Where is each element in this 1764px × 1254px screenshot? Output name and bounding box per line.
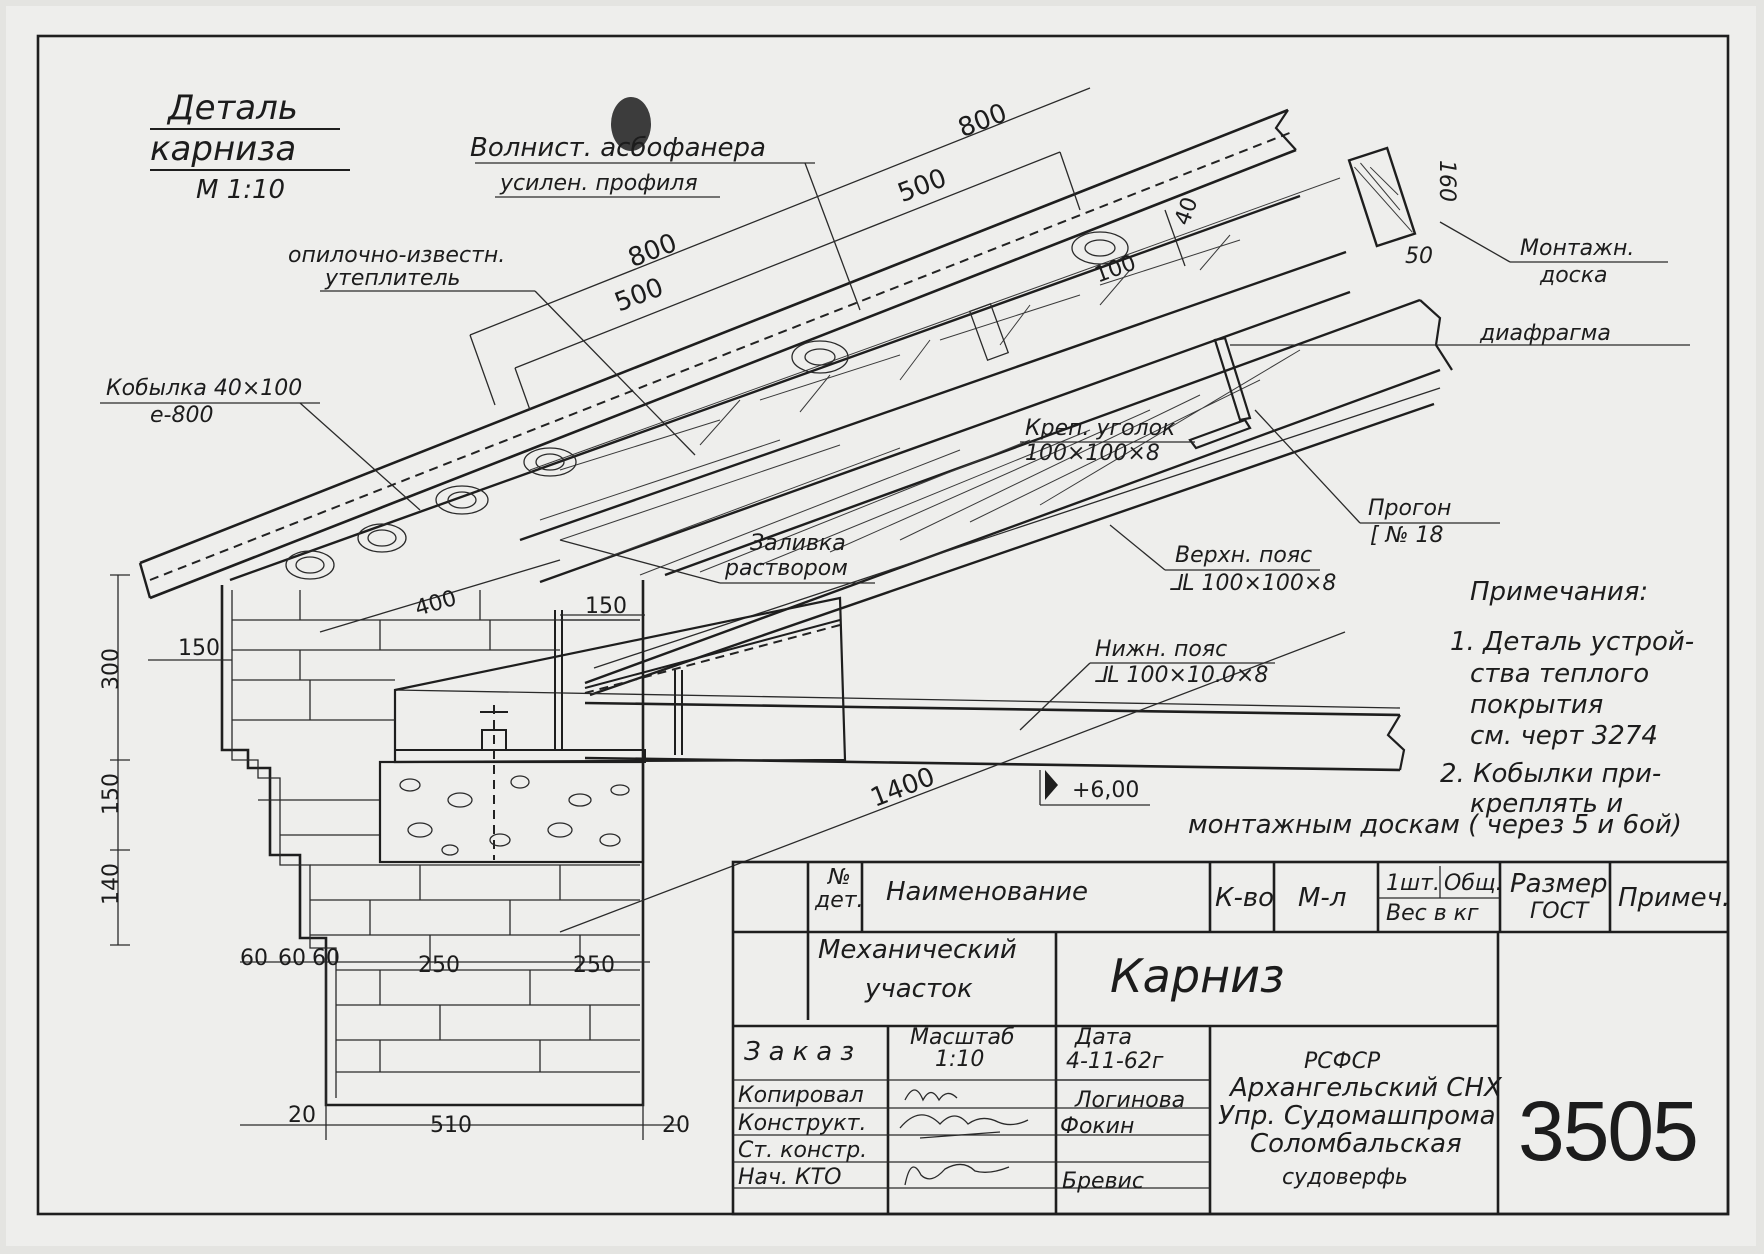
callout-board-1: Монтажн. xyxy=(1520,236,1634,261)
tb-head-name: Наименование xyxy=(886,877,1088,907)
tb-role-copy: Копировал xyxy=(738,1083,864,1108)
callout-diaphragm: диафрагма xyxy=(1479,321,1611,346)
dim-60c: 60 xyxy=(312,946,340,971)
callout-sheet-1: Волнист. асбофанера xyxy=(470,133,766,163)
concrete-pad xyxy=(378,760,645,864)
tb-name-design: Фокин xyxy=(1060,1114,1134,1139)
diaphragm-plate xyxy=(1213,336,1252,422)
tb-scale-value: 1:10 xyxy=(935,1047,984,1072)
tb-head-material: М-л xyxy=(1298,883,1346,913)
roof-assembly xyxy=(138,108,1453,697)
callout-purlin-1: Прогон xyxy=(1368,496,1451,521)
truss-support xyxy=(393,596,1406,860)
dim-60a: 60 xyxy=(240,946,268,971)
tb-org-4: Соломбальская xyxy=(1250,1129,1462,1159)
dim-20a: 20 xyxy=(288,1103,316,1128)
callout-botchord-2: ⅃L 100×10.0×8 xyxy=(1095,663,1268,688)
ink-blot xyxy=(611,97,651,151)
signature-copy xyxy=(904,1089,958,1102)
tb-name-head: Бревис xyxy=(1062,1169,1144,1194)
tb-date-label: Дата xyxy=(1074,1025,1132,1050)
tb-shop-1: Механический xyxy=(818,935,1017,965)
tb-role-senior: Ст. констр. xyxy=(738,1138,867,1163)
tb-org-5: судоверфь xyxy=(1282,1165,1408,1190)
tb-date-value: 4-11-62г xyxy=(1066,1049,1164,1074)
callout-mortar-2: раствором xyxy=(724,556,848,581)
dim-250a: 250 xyxy=(418,953,460,978)
callout-insulation-1: опилочно-известн. xyxy=(288,243,505,268)
tb-org-1: РСФСР xyxy=(1304,1049,1381,1074)
note1-line1: 1. Деталь устрой- xyxy=(1450,627,1694,657)
rafter-sections xyxy=(285,231,1129,580)
tb-head-size-1: Размер xyxy=(1510,869,1608,899)
note2-line3: монтажным доскам ( через 5 и 6ой) xyxy=(1188,810,1682,840)
dim-20b: 20 xyxy=(662,1113,690,1138)
tb-head-note: Примеч. xyxy=(1618,883,1730,913)
tb-head-num-1: № xyxy=(827,865,851,890)
tb-head-weight-3: Вес в кг xyxy=(1386,901,1479,926)
note2-line1: 2. Кобылки при- xyxy=(1440,759,1661,789)
dim-250b: 250 xyxy=(573,953,615,978)
title-line2: карниза xyxy=(150,129,296,169)
tb-head-size-2: ГОСТ xyxy=(1530,899,1590,924)
tb-role-head: Нач. КТО xyxy=(738,1165,841,1190)
dim-510: 510 xyxy=(430,1113,472,1138)
dim-150-left: 150 xyxy=(178,636,220,661)
tb-order: Заказ xyxy=(744,1037,862,1067)
callout-sheet-2: усилен. профиля xyxy=(499,171,698,196)
drawing-title: Деталь карниза М 1:10 xyxy=(150,88,350,205)
dim-v140: 140 xyxy=(99,863,124,905)
signature-design xyxy=(899,1114,1029,1139)
paper xyxy=(6,6,1756,1246)
title-line1: Деталь xyxy=(166,88,298,128)
callout-mortar-1: Заливка xyxy=(750,531,846,556)
title-block: № дет. Наименование К-во М-л 1шт. Общ. В… xyxy=(731,860,1730,1216)
callout-topchord-1: Верхн. пояс xyxy=(1175,543,1312,568)
tb-shop-2: участок xyxy=(864,974,973,1004)
callout-topchord-2: ⅃L 100×100×8 xyxy=(1170,571,1336,596)
concrete-aggregate xyxy=(399,775,630,856)
note1-line3: покрытия xyxy=(1470,690,1603,720)
tb-scale-label: Масштаб xyxy=(910,1025,1015,1050)
note1-line2: ства теплого xyxy=(1470,659,1649,689)
mount-board-section xyxy=(1347,146,1417,248)
level-mark: +6,00 xyxy=(1039,770,1150,806)
tb-name-copy: Логинова xyxy=(1074,1088,1185,1113)
callouts: Волнист. асбофанера усилен. профиля опил… xyxy=(100,133,1690,731)
dim-board-h: 160 xyxy=(1434,160,1459,202)
callout-angle-2: 100×100×8 xyxy=(1025,441,1160,466)
callout-insulation-2: утеплитель xyxy=(324,266,461,291)
dim-v300: 300 xyxy=(99,648,124,690)
dim-board-w: 50 xyxy=(1405,244,1433,269)
callout-angle-1: Креп. уголок xyxy=(1025,416,1176,441)
callout-botchord-1: Нижн. пояс xyxy=(1095,637,1227,662)
fixing-angle xyxy=(1188,418,1252,450)
callout-purlin-2: [ № 18 xyxy=(1370,523,1443,548)
level-text: +6,00 xyxy=(1072,778,1139,803)
tb-part-name: Карниз xyxy=(1110,949,1284,1003)
dimension-lines xyxy=(110,87,1346,1140)
notes: Примечания: 1. Деталь устрой- ства тепло… xyxy=(1188,577,1694,840)
note2-line2: креплять и xyxy=(1470,789,1623,819)
dim-60b: 60 xyxy=(278,946,306,971)
tb-role-design: Конструкт. xyxy=(738,1111,866,1136)
signature-head xyxy=(904,1163,1010,1186)
callout-board-2: доска xyxy=(1539,263,1608,288)
tb-head-weight-1: 1шт. xyxy=(1386,871,1440,896)
brick-wall xyxy=(220,580,645,1107)
tb-head-qty: К-во xyxy=(1215,883,1274,913)
tb-head-num-2: дет. xyxy=(814,888,864,913)
tb-org-3: Упр. Судомашпрома xyxy=(1218,1101,1496,1131)
note1-line4: см. черт 3274 xyxy=(1470,721,1658,751)
dim-150-right: 150 xyxy=(585,594,627,619)
notes-heading: Примечания: xyxy=(1470,577,1648,607)
callout-rafter-1: Кобылка 40×100 xyxy=(106,376,302,401)
tb-org-2: Архангельский СНХ xyxy=(1228,1073,1503,1103)
title-scale: М 1:10 xyxy=(196,175,285,205)
dim-v150: 150 xyxy=(99,773,124,815)
tb-sheet-number: 3505 xyxy=(1518,1084,1697,1178)
tb-head-weight-2: Общ. xyxy=(1444,871,1503,896)
callout-rafter-2: е-800 xyxy=(150,403,213,428)
